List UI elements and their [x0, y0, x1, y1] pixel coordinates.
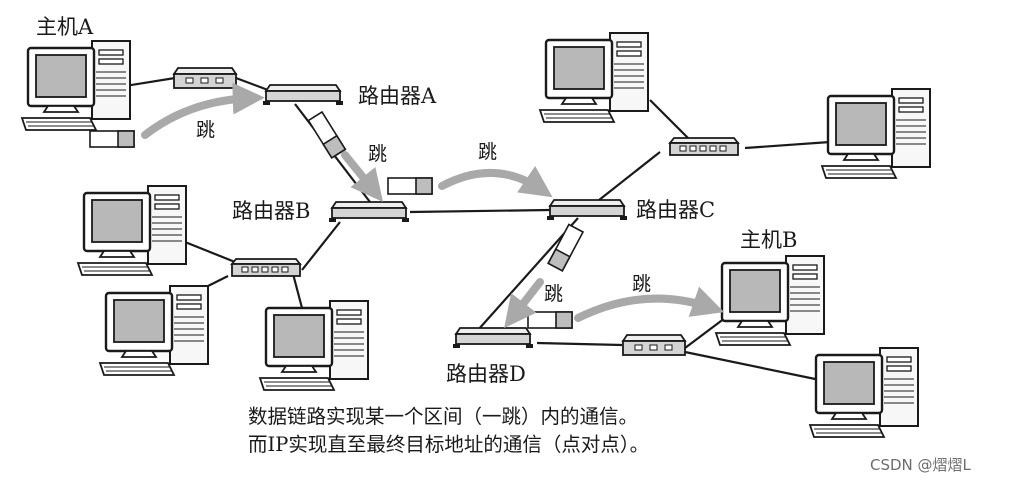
router-c-icon — [546, 199, 628, 221]
caption-line-2: 而IP实现直至最终目标地址的通信（点对点）。 — [248, 433, 649, 456]
hop-label: 跳 — [478, 141, 497, 163]
computer-icon — [820, 87, 932, 180]
packet-icon — [387, 177, 433, 195]
packet-icon — [547, 223, 584, 272]
hub-icon — [669, 137, 739, 156]
router-d-label: 路由器D — [446, 362, 526, 386]
computer-icon — [98, 284, 210, 377]
hop-label: 跳 — [368, 143, 387, 165]
hop-arrows — [141, 82, 725, 329]
computer-icon — [808, 346, 920, 439]
computer-icon — [538, 31, 650, 124]
host-b-computer-icon — [714, 254, 826, 347]
hop-arrow — [341, 151, 384, 202]
computer-icon — [258, 299, 370, 392]
hop-arrow — [574, 286, 725, 322]
router-c-label: 路由器C — [636, 198, 715, 222]
caption-line-1: 数据链路实现某一个区间（一跳）内的通信。 — [248, 405, 638, 428]
network-links — [124, 76, 831, 382]
hop-label: 跳 — [544, 283, 563, 305]
hop-arrow — [504, 278, 544, 329]
host-b-label: 主机B — [740, 228, 797, 252]
host-a-label: 主机A — [36, 15, 94, 39]
router-d-icon — [452, 327, 534, 349]
hub-icon — [622, 334, 686, 356]
computer-icon — [76, 184, 188, 277]
packet-icon — [89, 130, 135, 148]
packet-icon — [527, 311, 573, 329]
hub-icon — [173, 67, 237, 89]
router-a-icon — [262, 84, 344, 106]
packet-icon — [307, 111, 347, 159]
host-a-computer-icon — [20, 39, 132, 132]
router-b-label: 路由器B — [232, 199, 310, 223]
hop-label: 跳 — [632, 273, 651, 295]
hop-arrow — [141, 82, 265, 139]
router-b-icon — [328, 201, 410, 223]
hop-arrow — [438, 165, 553, 198]
hop-label: 跳 — [196, 119, 215, 141]
router-a-label: 路由器A — [358, 84, 437, 108]
watermark: CSDN @熠熠L — [870, 456, 972, 474]
hub-icon — [231, 258, 301, 277]
